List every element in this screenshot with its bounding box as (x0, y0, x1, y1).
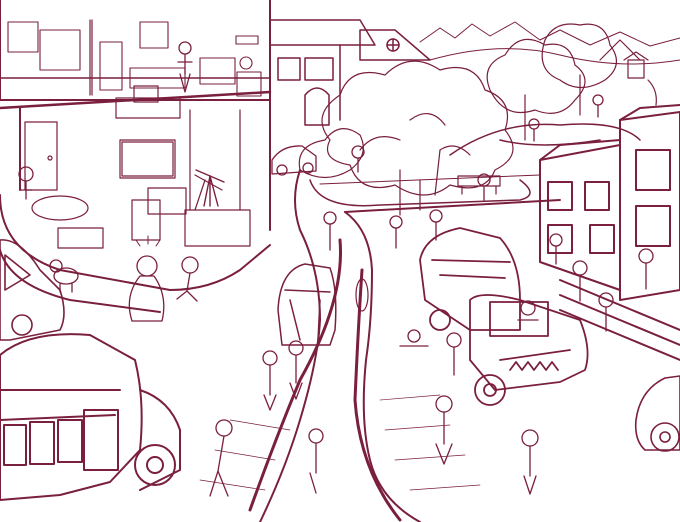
upstairs-rooms (7, 21, 262, 97)
sidewalk-lines (199, 394, 481, 491)
surprise-lines (135, 235, 161, 247)
car-park (271, 145, 317, 176)
car-right (634, 375, 680, 452)
school-bus-right (419, 227, 589, 406)
computer-desk (115, 85, 181, 119)
downstairs-room (24, 109, 251, 249)
tv (121, 141, 174, 177)
playground (599, 39, 657, 106)
telescope (195, 169, 225, 207)
dog (49, 259, 79, 293)
sidewalk-railing (248, 238, 402, 522)
cyclist (355, 278, 369, 312)
people (18, 41, 654, 497)
school-bus-bottom-left (0, 333, 181, 501)
trolley (277, 263, 337, 346)
school-building (539, 104, 680, 361)
background-hills (419, 21, 680, 65)
road (259, 169, 561, 522)
